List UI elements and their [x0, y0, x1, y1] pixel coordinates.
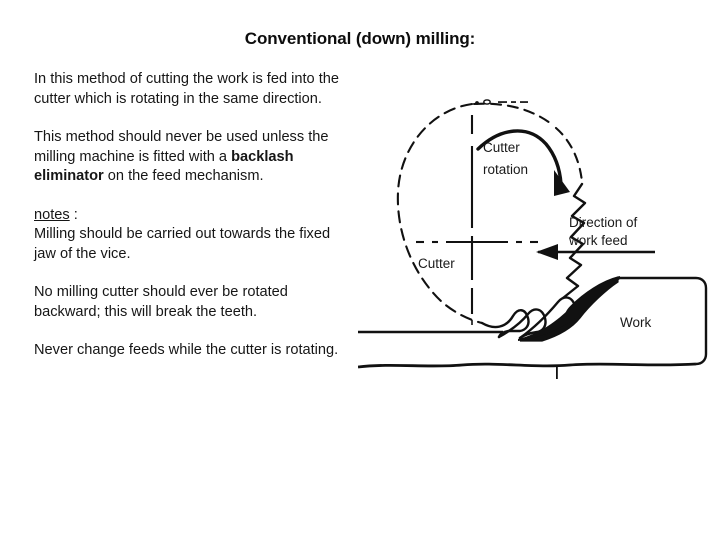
- note-item-3: Never change feeds while the cutter is r…: [34, 342, 339, 358]
- note-item-2: No milling cutter should ever be rotated…: [34, 284, 288, 320]
- note-item-3-wrap: Never change feeds while the cutter is r…: [34, 341, 349, 361]
- paragraph-warning: This method should never be used unless …: [34, 128, 349, 187]
- notes-heading-line: notes : Milling should be carried out tow…: [34, 206, 349, 265]
- cutter-arc-tick-marks: [475, 99, 528, 105]
- workpiece-outline: [358, 276, 708, 369]
- paragraph-warning-lead: This method should never be used unless …: [34, 129, 329, 165]
- page-title: Conventional (down) milling:: [244, 29, 476, 48]
- workpiece-bottom-tick: [556, 365, 558, 379]
- cutter-rotation-arrow: [476, 129, 570, 196]
- work-feed-label-line1: Direction of: [569, 215, 638, 230]
- paragraph-intro: In this method of cutting the work is fe…: [34, 70, 349, 109]
- note-item-1: Milling should be carried out towards th…: [34, 226, 331, 262]
- down-milling-diagram: Cutter rotation Cutter Direction of work: [358, 62, 714, 392]
- chip-wedge: [518, 276, 620, 342]
- body-text-block: In this method of cutting the work is fe…: [34, 70, 349, 361]
- paragraph-warning-tail: on the feed mechanism.: [103, 168, 264, 184]
- cutter-label: Cutter: [418, 256, 455, 271]
- cutter-rotation-label-line1: Cutter: [483, 140, 520, 155]
- paragraph-intro-text: In this method of cutting the work is fe…: [34, 71, 340, 107]
- work-feed-arrow: [536, 244, 655, 260]
- cutter-teeth-profile: [561, 182, 587, 300]
- notes-colon: :: [69, 206, 78, 223]
- cutter-rotation-label-line2: rotation: [483, 162, 528, 177]
- notes-heading: notes: [34, 206, 70, 223]
- work-label: Work: [620, 315, 652, 330]
- work-feed-label-line2: work feed: [568, 233, 628, 248]
- note-item-2-wrap: No milling cutter should ever be rotated…: [34, 283, 349, 322]
- backlash-eliminator-emphasis: backlash eliminator: [34, 148, 294, 185]
- cutter-circle-dashed: [396, 102, 584, 325]
